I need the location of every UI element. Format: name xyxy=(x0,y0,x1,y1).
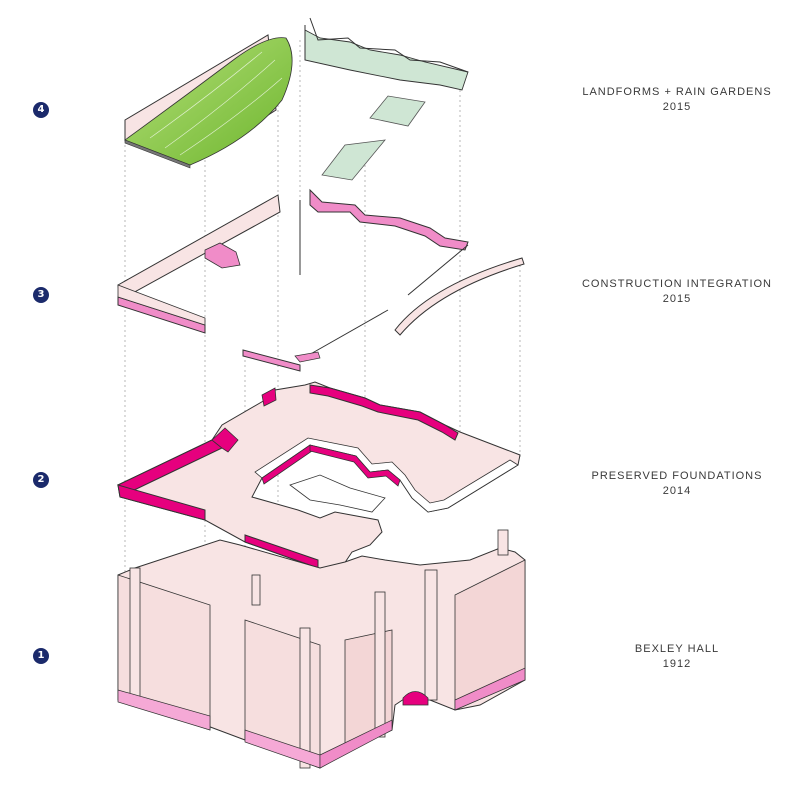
new-wall-left xyxy=(117,194,281,334)
layer-4-marker: 4 xyxy=(33,102,49,118)
landform-slab xyxy=(124,34,293,169)
layer-4-title: LANDFORMS + RAIN GARDENS xyxy=(582,86,772,98)
layer-1-marker: 1 xyxy=(33,648,49,664)
layer-3-year: 2015 xyxy=(662,293,692,305)
layer-2-foundations xyxy=(116,381,521,571)
layer-1-bexley-hall xyxy=(117,529,526,769)
layer-3-label: CONSTRUCTION INTEGRATION 2015 xyxy=(557,277,797,307)
layer-4-landforms xyxy=(124,17,469,181)
layer-3-marker: 3 xyxy=(33,287,49,303)
layer-1-title: BEXLEY HALL xyxy=(634,643,720,655)
layer-4-year: 2015 xyxy=(662,101,692,113)
layer-4-label: LANDFORMS + RAIN GARDENS 2015 xyxy=(557,85,797,115)
layer-1-year: 1912 xyxy=(662,658,692,670)
layer-3-title: CONSTRUCTION INTEGRATION xyxy=(581,278,772,290)
layer-2-title: PRESERVED FOUNDATIONS xyxy=(591,470,763,482)
new-wall-bottom xyxy=(242,349,321,372)
rain-garden-shapes xyxy=(304,17,469,181)
layer-2-year: 2014 xyxy=(662,485,692,497)
layer-1-label: BEXLEY HALL 1912 xyxy=(557,642,797,672)
new-wall-right xyxy=(299,188,525,361)
layer-2-label: PRESERVED FOUNDATIONS 2014 xyxy=(557,469,797,499)
layer-3-construction xyxy=(117,188,525,372)
layer-2-marker: 2 xyxy=(33,472,49,488)
